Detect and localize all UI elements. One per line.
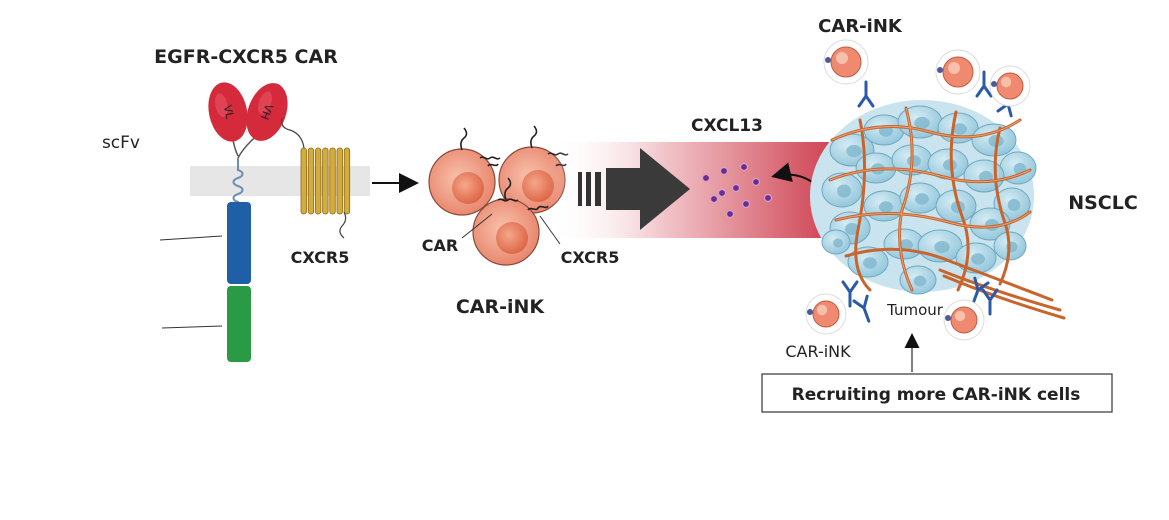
antibody-icon bbox=[975, 70, 993, 98]
recruiting-box bbox=[761, 373, 1113, 413]
chemokine-dots bbox=[701, 162, 773, 219]
hinge-coil bbox=[232, 158, 244, 204]
costimulatory-domain bbox=[227, 202, 251, 284]
cxcr5-helix bbox=[307, 147, 315, 215]
cxcr5-helix bbox=[314, 147, 322, 215]
car-ink-bound-cell bbox=[989, 65, 1031, 107]
tumour-vessel-highlights bbox=[829, 107, 1031, 291]
cxcr5-helix bbox=[329, 147, 336, 215]
tumour-cell bbox=[935, 189, 977, 223]
cxcr5-helix bbox=[343, 147, 351, 215]
scfv-label-line2: scFv bbox=[102, 133, 140, 153]
tumour-label: Tumour bbox=[886, 301, 944, 319]
cxcr5-receptor bbox=[281, 117, 351, 215]
cxcr5-helix bbox=[300, 147, 307, 215]
antibodies bbox=[841, 70, 1015, 323]
tumour-cell bbox=[899, 265, 937, 295]
car-construct: EGFR-CXCR5 CAR VL VH scFv CXCR5 bbox=[102, 46, 370, 362]
cxcr5-pointer-label: CXCR5 bbox=[561, 248, 620, 267]
tumour-cell bbox=[821, 172, 863, 208]
antibody-icon bbox=[841, 280, 859, 308]
antibody-icon bbox=[981, 288, 999, 316]
bound-car-ink-cells bbox=[805, 39, 1031, 341]
car-ink-cluster: CAR CXCR5 CAR-iNK bbox=[422, 125, 620, 318]
cxcr5-helix bbox=[336, 147, 343, 215]
top-car-ink-label: CAR-iNK bbox=[818, 16, 903, 37]
antibody-icon bbox=[852, 294, 871, 323]
tumour-cell bbox=[899, 182, 941, 214]
tumour-cell bbox=[821, 229, 851, 255]
migration-arrow bbox=[578, 148, 690, 230]
tumour-cell bbox=[971, 123, 1017, 157]
cxcr5-helix bbox=[322, 147, 329, 215]
car-ink-label: CAR-iNK bbox=[456, 296, 546, 318]
antibody-icon bbox=[971, 276, 990, 305]
car-ink-bound-cell bbox=[805, 293, 847, 335]
tumour-cell bbox=[955, 242, 997, 274]
vl-domain bbox=[208, 82, 248, 142]
vh-domain bbox=[246, 83, 288, 141]
cxcr5-n-terminus bbox=[281, 117, 305, 149]
vl-label: VL bbox=[221, 104, 237, 121]
car-ink-bound-cell bbox=[935, 49, 981, 95]
car-ink-bound-cell bbox=[943, 299, 985, 341]
chemokine-name: CXCL13 bbox=[691, 116, 763, 136]
car-ink-cell bbox=[428, 148, 496, 216]
receptor-squiggles bbox=[460, 125, 569, 211]
costim-pointer-line bbox=[159, 235, 223, 241]
signaling-domain bbox=[227, 286, 251, 362]
cxcr5-tail bbox=[339, 211, 347, 239]
vh-label: VH bbox=[258, 102, 276, 121]
tumour-cell bbox=[863, 190, 905, 222]
bottom-car-ink-label: CAR-iNK bbox=[785, 342, 851, 361]
cxcr5-label: CXCR5 bbox=[291, 248, 350, 267]
nsclc-label: NSCLC bbox=[1068, 192, 1138, 214]
antibody-icon bbox=[857, 80, 875, 108]
car-pointer-label: CAR bbox=[422, 236, 458, 255]
cell-membrane bbox=[190, 166, 370, 196]
car-title: EGFR-CXCR5 CAR bbox=[154, 46, 338, 68]
car-pointer-line bbox=[461, 213, 493, 239]
signal-pointer-line bbox=[161, 325, 223, 329]
recruiting-label: Recruiting more CAR-iNK cells bbox=[792, 385, 1081, 405]
car-ink-bound-cell bbox=[823, 39, 869, 85]
